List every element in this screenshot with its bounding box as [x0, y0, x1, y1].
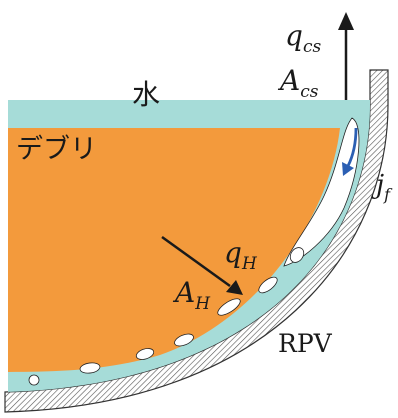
- debris-label: デブリ: [16, 134, 97, 165]
- a-h-label: AH: [172, 276, 211, 314]
- a-cs-label: Acs: [277, 64, 319, 102]
- vapor-bubble: [217, 298, 241, 316]
- jf-flow-arrow: [342, 127, 358, 176]
- q-h-arrow: [161, 235, 243, 295]
- vapor-bubble: [289, 247, 305, 263]
- debris-mass: [8, 128, 340, 372]
- q-cs-label: qcs: [285, 19, 321, 57]
- vapor-bubble: [174, 333, 194, 347]
- q-h-label: qH: [224, 236, 258, 274]
- vapor-film-top: [283, 117, 360, 267]
- vapor-bubble: [79, 362, 101, 374]
- vapor-bubble: [135, 348, 155, 360]
- water-label: 水: [132, 78, 160, 111]
- vapor-bubble: [28, 374, 40, 386]
- rpv-label: RPV: [278, 329, 333, 358]
- vapor-bubble: [258, 276, 278, 294]
- vapor-bubbles: [28, 117, 360, 386]
- q-cs-arrow: [338, 12, 354, 100]
